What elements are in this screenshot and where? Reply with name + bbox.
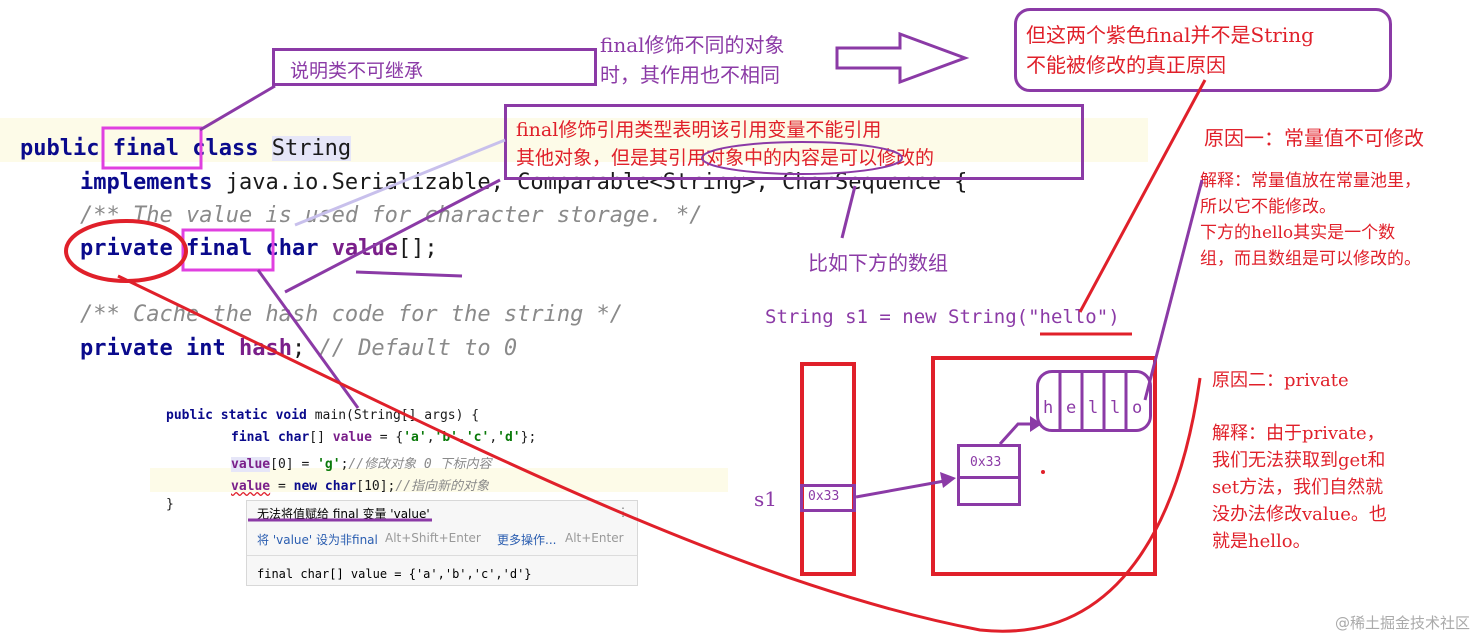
ref-note-box	[504, 104, 1084, 180]
private-reason-curve	[117, 274, 1202, 633]
shortcut-1: Alt+Shift+Enter	[385, 531, 481, 545]
reason-connector	[1078, 79, 1207, 313]
reason1-connector	[1143, 179, 1204, 401]
right-arrow-icon	[835, 31, 970, 85]
s1-label: s1	[754, 487, 777, 511]
not-reason-line1: 但这两个紫色final并不是String	[1026, 23, 1314, 47]
keyword-final-class: final	[112, 136, 179, 161]
not-reason-line2: 不能被修改的真正原因	[1026, 53, 1226, 77]
reason2-line2: 我们无法获取到get和	[1212, 450, 1386, 471]
string-declaration: String s1 = new String("hello")	[765, 306, 1120, 328]
inherit-connector	[199, 84, 276, 132]
code-line-comment-value: /** The value is used for character stor…	[80, 203, 703, 228]
class-name: String	[271, 136, 352, 161]
s1-pointer-arrowhead	[940, 472, 956, 488]
popup-divider	[247, 555, 637, 556]
make-non-final-action[interactable]: 将 'value' 设为非final	[257, 533, 378, 547]
keyword-public: public	[20, 136, 100, 161]
reason1-line4: 组，而且数组是可以修改的。	[1200, 249, 1421, 269]
snippet-line-reassign: value = new char[10];//指向新的对象	[231, 479, 490, 494]
keyword-final-field: final	[185, 236, 253, 261]
keyword-private: private	[80, 236, 173, 261]
reason2-line1: 解释：由于private，	[1212, 423, 1385, 444]
s1-address: 0x33	[808, 489, 840, 504]
keyword-implements: implements	[80, 170, 213, 195]
reason2-title: 原因二：private	[1212, 370, 1349, 391]
final-class-highlight	[101, 126, 203, 170]
final-diff-line2: 时，其作用也不相同	[600, 63, 780, 87]
string-object-box	[957, 444, 1021, 506]
snippet-highlight-band	[150, 468, 728, 492]
ref-connector-light	[294, 138, 506, 227]
default-comment: // Default to 0	[318, 336, 518, 361]
code-highlight-band	[0, 118, 1148, 162]
ref-connector	[284, 178, 501, 294]
reason1-title: 原因一：常量值不可修改	[1204, 126, 1424, 150]
keyword-class: class	[192, 136, 259, 161]
keyword-int: int	[185, 336, 226, 361]
heap-box	[931, 356, 1157, 576]
reason2-line3: set方法，我们自然就	[1212, 477, 1384, 498]
example-note: 比如下方的数组	[808, 251, 948, 275]
string-object-divider	[957, 476, 1021, 479]
reason1-line3: 下方的hello其实是一个数	[1200, 223, 1396, 243]
reason2-line4: 没办法修改value。也	[1212, 504, 1387, 525]
ref-note-line1: final修饰引用类型表明该引用变量不能引用	[516, 119, 882, 141]
snippet-line-close: }	[166, 497, 174, 512]
array-brackets: [];	[397, 236, 438, 261]
shortcut-2: Alt+Enter	[565, 531, 624, 545]
code-line-comment-hash: /** Cache the hash code for the string *…	[80, 302, 624, 327]
value-underline	[355, 270, 463, 278]
s1-slot	[800, 484, 856, 512]
object-address: 0x33	[970, 455, 1002, 470]
not-reason-box	[1014, 8, 1392, 92]
popup-title: 无法将值赋给 final 变量 'value'	[257, 507, 430, 521]
reason1-line1: 解释：常量值放在常量池里，	[1200, 171, 1421, 191]
hello-literal: "hello"	[1028, 306, 1109, 328]
code-line-class-decl: public final class String	[20, 136, 352, 161]
content-ellipse	[701, 141, 903, 175]
snippet-line-modify: value[0] = 'g';//修改对象 0 下标内容	[231, 457, 492, 472]
char-array-box	[1036, 370, 1152, 432]
char-e: e	[1066, 398, 1077, 418]
inherit-note-box	[272, 48, 597, 86]
ref-note-line2: 其他对象，但是其引用对象中的内容是可以修改的	[516, 147, 935, 169]
watermark: @稀土掘金技术社区	[1334, 614, 1470, 632]
reason2-line5: 就是hello。	[1212, 531, 1311, 552]
stack-frame-box	[800, 362, 856, 576]
example-connector	[840, 185, 857, 239]
code-line-hash-field: private int hash; // Default to 0	[80, 336, 518, 361]
keyword-private-hash: private	[80, 336, 173, 361]
object-pointer-arrowhead	[1030, 416, 1042, 432]
private-circle	[64, 219, 188, 283]
final-diff-line1: final修饰不同的对象	[600, 33, 785, 57]
char-l2: l	[1110, 398, 1121, 418]
dot-mark	[1041, 470, 1045, 474]
char-h: h	[1043, 398, 1054, 418]
popup-preview: final char[] value = {'a','b','c','d'}	[257, 567, 532, 581]
more-actions-link[interactable]: 更多操作...	[497, 533, 557, 547]
snippet-line-main: public static void main(String[] args) {	[166, 408, 480, 423]
reason1-line2: 所以它不能修改。	[1200, 197, 1336, 217]
snippet-line-array: final char[] value = {'a','b','c','d'};	[231, 430, 537, 445]
final-field-highlight	[181, 228, 275, 272]
char-o: o	[1132, 398, 1143, 418]
inherit-note: 说明类不可继承	[290, 60, 424, 82]
final-to-snippet-line	[256, 269, 360, 409]
s1-pointer-arrow	[855, 478, 951, 499]
char-l1: l	[1088, 398, 1099, 418]
